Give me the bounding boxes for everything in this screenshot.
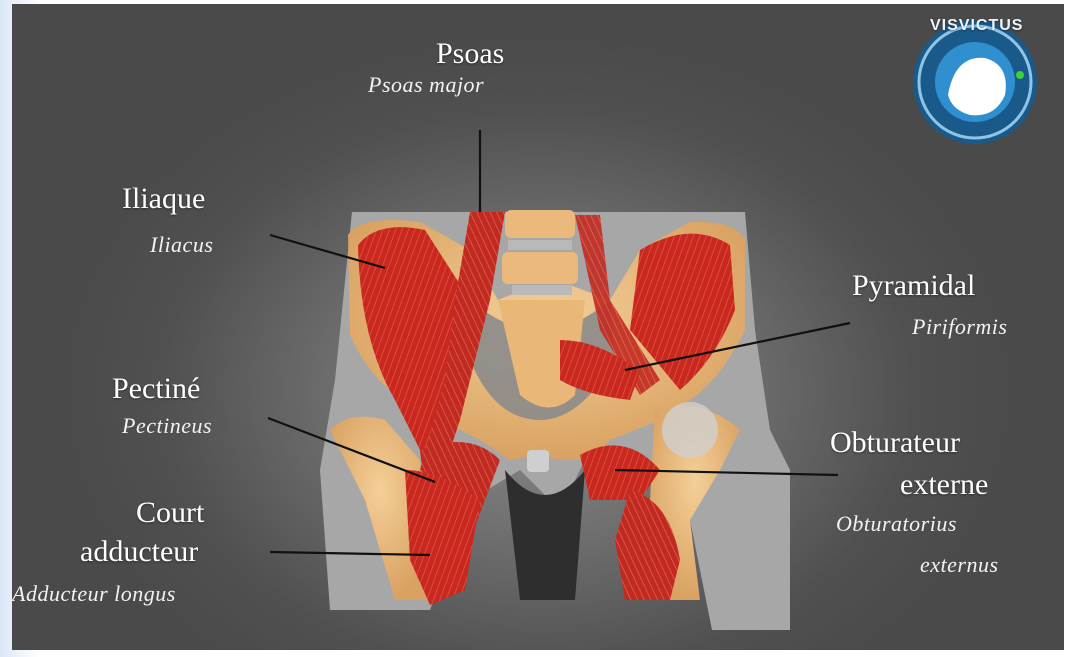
visvictus-logo [913, 20, 1037, 144]
latin-externus: externus [920, 554, 999, 576]
label-psoas: Psoas [436, 39, 504, 69]
label-pyramidal: Pyramidal [852, 271, 975, 301]
latin-court-adducteur: Adducteur longus [12, 583, 176, 605]
label-obturateur: Obturateur [830, 428, 960, 458]
label-externe: externe [900, 470, 988, 500]
label-adducteur: adducteur [80, 537, 198, 567]
latin-obturateur: Obturatorius [836, 513, 957, 535]
label-pectine: Pectiné [112, 374, 200, 404]
lumbar-spine [502, 210, 578, 295]
green-dot-icon [1016, 71, 1024, 79]
latin-pectine: Pectineus [122, 415, 212, 437]
latin-iliaque: Iliacus [150, 234, 213, 256]
latin-pyramidal: Piriformis [912, 316, 1007, 338]
label-iliaque: Iliaque [122, 184, 205, 214]
label-court: Court [136, 498, 204, 528]
logo-text: VISVICTUS [930, 18, 1023, 34]
latin-psoas: Psoas major [368, 74, 484, 96]
